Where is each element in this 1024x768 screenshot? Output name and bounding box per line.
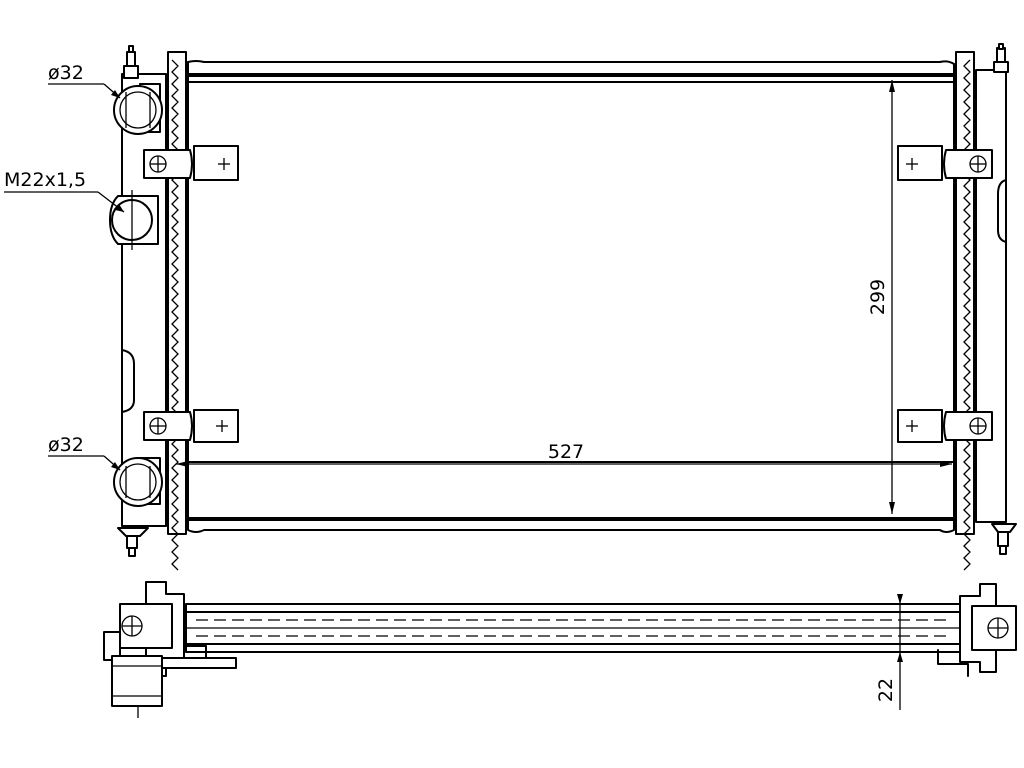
upper-inlet-pipe bbox=[113, 83, 163, 135]
lower-outlet-pipe bbox=[113, 457, 163, 507]
radiator-top-view: 22 bbox=[103, 581, 1017, 718]
inlet-top-label: ø32 bbox=[48, 62, 84, 84]
height-dimension: 299 bbox=[867, 80, 895, 514]
callout-outlet-bottom: ø32 bbox=[48, 434, 121, 471]
height-dimension-label: 299 bbox=[867, 279, 889, 315]
callout-thread: M22x1,5 bbox=[4, 169, 125, 213]
radiator-front-view: 527 299 ø32 M22x1,5 ø32 bbox=[4, 43, 1017, 571]
outlet-bottom-label: ø32 bbox=[48, 434, 84, 456]
bottom-right-mount-pin bbox=[991, 523, 1017, 555]
top-view-left-end bbox=[103, 581, 237, 718]
thread-port bbox=[109, 190, 159, 250]
thickness-dimension: 22 bbox=[875, 594, 912, 710]
bracket-bottom-right bbox=[897, 409, 993, 443]
top-tank bbox=[187, 60, 955, 83]
bottom-left-mount-pin bbox=[117, 527, 149, 557]
width-dimension-label: 527 bbox=[548, 441, 584, 463]
bottom-tank bbox=[187, 461, 955, 533]
top-view-right-end bbox=[937, 583, 1017, 677]
right-side-tank bbox=[955, 51, 1007, 571]
thread-label: M22x1,5 bbox=[4, 169, 86, 191]
top-left-mount-pin bbox=[123, 45, 139, 79]
callout-inlet-top: ø32 bbox=[48, 62, 121, 99]
top-right-mount-pin bbox=[993, 43, 1009, 73]
thickness-dimension-label: 22 bbox=[875, 678, 897, 702]
bracket-top-right bbox=[897, 145, 993, 181]
bracket-top-left bbox=[143, 145, 239, 181]
radiator-core bbox=[187, 75, 955, 521]
bracket-bottom-left bbox=[143, 409, 239, 443]
width-dimension: 527 bbox=[176, 441, 952, 467]
